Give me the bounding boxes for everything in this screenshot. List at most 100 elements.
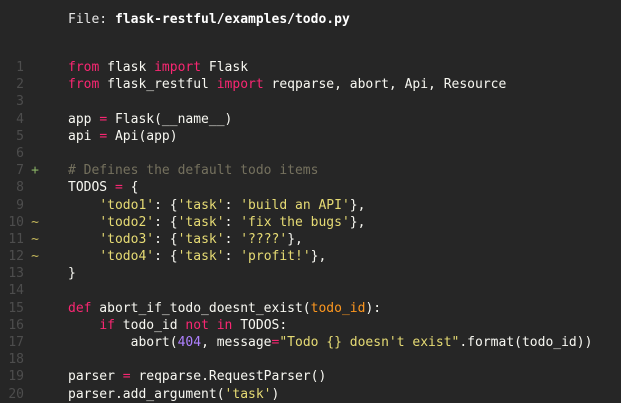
token-plain (68, 318, 99, 333)
token-string: 'todo4' (99, 249, 155, 265)
token-string: 'task' (177, 249, 225, 265)
token-plain (68, 215, 99, 230)
modified-line-marker: ~ (31, 249, 39, 265)
code-line: 15 def abort_if_todo_doesnt_exist(todo_id… (0, 300, 621, 317)
token-plain: }, (349, 214, 366, 230)
token-plain: : (224, 231, 241, 247)
token-keyword: = (122, 369, 131, 385)
token-plain: ) (271, 386, 280, 402)
code-line: 12 ~ 'todo4': {'task': 'profit!'}, (0, 248, 621, 265)
token-keyword: = (99, 128, 108, 144)
code-line: 7 + # Defines the default todo items (0, 162, 621, 179)
token-plain: }, (310, 249, 327, 265)
code-line: 18 (0, 351, 621, 368)
line-number: 3 (16, 94, 24, 110)
token-plain: app (68, 111, 100, 127)
token-keyword: = (99, 111, 108, 127)
token-plain (68, 232, 99, 247)
token-plain: flask (99, 60, 155, 75)
token-plain: abort_if_todo_doesnt_exist( (91, 300, 311, 316)
token-string: 'profit!' (240, 249, 311, 265)
token-keyword: from (68, 60, 100, 75)
code-line: 14 (0, 282, 621, 299)
code-line: 4 app = Flask(__name__) (0, 111, 621, 128)
token-plain: parser (68, 369, 123, 385)
token-string: 'todo1' (99, 197, 155, 213)
code-line: 13} (0, 265, 621, 282)
token-string: 'task' (177, 231, 225, 247)
code-content: 'todo1': {'task': 'build an API'}, (68, 198, 365, 213)
token-plain: : (224, 197, 241, 213)
code-content: from flask_restful import reqparse, abor… (68, 77, 506, 92)
token-string: 'task' (224, 386, 272, 402)
token-keyword: import (216, 77, 264, 93)
token-plain: , message (201, 335, 272, 350)
code-line: 9 'todo1': {'task': 'build an API'}, (0, 197, 621, 214)
line-number: 1 (16, 60, 24, 75)
code-line: 16 if todo_id not in TODOS: (0, 317, 621, 334)
code-content: from flask import Flask (68, 60, 248, 75)
line-number: 12 (8, 249, 24, 265)
line-number: 4 (16, 111, 24, 127)
line-number: 7 (16, 163, 24, 179)
token-plain: .format(todo_id)) (459, 335, 593, 350)
token-plain: }, (349, 197, 366, 213)
token-string: 'task' (177, 197, 225, 213)
code-content: app = Flask(__name__) (68, 112, 232, 127)
added-line-marker: + (31, 163, 39, 179)
modified-line-marker: ~ (31, 214, 39, 230)
line-number: 15 (8, 300, 24, 316)
code-content: def abort_if_todo_doesnt_exist(todo_id): (68, 301, 381, 316)
line-number: 18 (8, 352, 24, 368)
code-content: # Defines the default todo items (68, 163, 318, 178)
code-line: 5 api = Api(app) (0, 128, 621, 145)
token-comment: # Defines the default todo items (68, 163, 319, 179)
code-line: 17 abort(404, message="Todo {} doesn't e… (0, 334, 621, 351)
token-plain: } (68, 266, 76, 282)
token-plain: api (68, 128, 100, 144)
token-plain: todo_id (114, 317, 186, 333)
token-plain: : (224, 214, 241, 230)
token-number: 404 (177, 335, 202, 350)
code-content: TODOS = { (68, 180, 138, 195)
token-plain: parser.add_argument( (68, 386, 225, 402)
modified-line-marker: ~ (31, 231, 39, 247)
line-number: 8 (16, 180, 24, 196)
code-content: parser = reqparse.RequestParser() (68, 369, 326, 384)
token-plain: reqparse, abort, Api, Resource (263, 77, 507, 93)
token-plain: reqparse.RequestParser() (130, 369, 327, 385)
code-content: 'todo3': {'task': '????'}, (68, 232, 303, 247)
token-keyword: import (154, 60, 202, 75)
token-plain: : { (154, 249, 178, 265)
token-string: 'task' (177, 214, 225, 230)
line-number: 14 (8, 283, 24, 299)
token-plain: ): (365, 300, 382, 316)
code-content: if todo_id not in TODOS: (68, 318, 287, 333)
code-content: } (68, 266, 76, 281)
token-plain: Api(app) (107, 128, 178, 144)
code-content: 'todo4': {'task': 'profit!'}, (68, 249, 326, 264)
token-keyword: = (114, 180, 123, 196)
token-plain: abort( (68, 335, 178, 350)
code-line: 6 (0, 145, 621, 162)
token-plain: }, (287, 231, 303, 247)
token-keyword: from (68, 77, 100, 93)
token-keyword: = (271, 335, 280, 350)
token-plain: : { (154, 231, 178, 247)
line-number: 5 (16, 128, 24, 144)
token-keyword: def (68, 300, 92, 316)
code-content: api = Api(app) (68, 129, 178, 144)
file-label: File: (68, 12, 115, 27)
token-string: 'todo3' (99, 231, 155, 247)
code-content: parser.add_argument('task') (68, 387, 279, 402)
token-string: "Todo {} doesn't exist" (279, 335, 460, 350)
token-plain: TODOS (68, 180, 115, 196)
line-number: 20 (8, 386, 24, 402)
code-line: 1 from flask import Flask (0, 59, 621, 76)
line-number: 13 (8, 266, 24, 282)
code-line: 11~ 'todo3': {'task': '????'}, (0, 231, 621, 248)
token-plain: Flask(__name__) (107, 111, 233, 127)
